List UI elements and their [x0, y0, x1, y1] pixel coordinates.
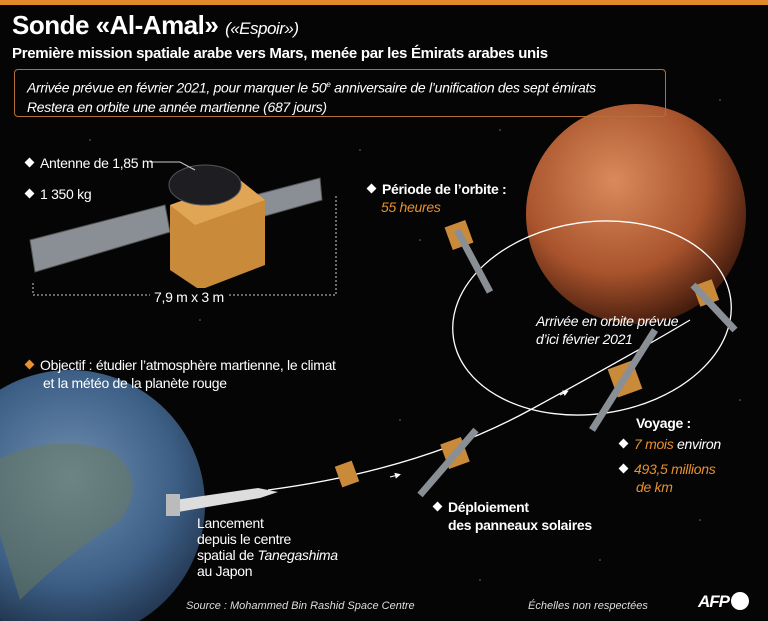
launch-line-1: Lancement	[197, 515, 264, 531]
rocket-illustration	[166, 488, 278, 516]
orbit-period-title: Période de l’orbite :	[382, 181, 507, 197]
objective-line-1: Objectif : étudier l’atmosphère martienn…	[40, 357, 336, 373]
info-line-1b: anniversaire de l’unification des sept é…	[330, 79, 596, 96]
voyage-title: Voyage :	[636, 415, 691, 431]
mass-text: 1 350 kg	[40, 186, 92, 202]
launch-site: Tanegashima	[257, 547, 339, 563]
afp-logo: AFP	[698, 591, 749, 612]
info-line-2: Restera en orbite une année martienne (6…	[27, 98, 327, 115]
voyage-distance-line-2: de km	[636, 479, 673, 495]
objective-line-2: et la météo de la planète rouge	[43, 375, 227, 391]
afp-logo-text: AFP	[698, 592, 730, 611]
title-translation: («Espoir»)	[225, 19, 299, 38]
arrival-line-2: d’ici février 2021	[536, 331, 633, 347]
orbit-period-value: 55 heures	[381, 199, 441, 215]
diamond-bullet-icon	[24, 188, 35, 199]
dimensions-label: 7,9 m x 3 m	[150, 288, 228, 306]
orbit-period-label: Période de l’orbite : 55 heures	[366, 180, 507, 216]
subtitle: Première mission spatiale arabe vers Mar…	[12, 45, 548, 62]
info-line-1a: Arrivée prévue en février 2021, pour mar…	[27, 79, 327, 96]
launch-label: Lancement depuis le centre spatial de Ta…	[197, 515, 338, 579]
antenna-label: Antenne de 1,85 m	[24, 154, 154, 172]
deployment-line-2: des panneaux solaires	[448, 517, 592, 533]
info-sup: e	[326, 80, 331, 89]
diamond-bullet-icon	[618, 438, 629, 449]
launch-line-3a: spatial de	[197, 547, 258, 563]
dimension-line	[32, 195, 337, 296]
source-note: Source : Mohammed Bin Rashid Space Centr…	[186, 600, 415, 612]
spacecraft-illustration	[29, 164, 323, 290]
title-text: Sonde «Al-Amal»	[12, 10, 219, 40]
voyage-label: Voyage : 7 mois environ 493,5 millions d…	[618, 414, 721, 496]
arrival-line-1: Arrivée en orbite prévue	[536, 313, 679, 329]
voyage-duration-suffix: environ	[673, 436, 721, 452]
mass-label: 1 350 kg	[24, 185, 92, 203]
voyage-duration-value: 7 mois	[634, 436, 674, 452]
info-line-1: Arrivée prévue en février 2021, pour mar…	[27, 75, 653, 98]
deployment-label: Déploiement des panneaux solaires	[432, 498, 592, 534]
info-box: Arrivée prévue en février 2021, pour mar…	[14, 69, 666, 117]
mars-planet	[526, 104, 746, 324]
launch-line-4: au Japon	[197, 563, 253, 579]
page-title: Sonde «Al-Amal» («Espoir»)	[12, 10, 299, 41]
deployment-line-1: Déploiement	[448, 499, 529, 515]
diamond-bullet-icon	[24, 359, 35, 370]
scale-note: Échelles non respectées	[528, 600, 648, 612]
voyage-distance-line-1: 493,5 millions	[634, 461, 716, 477]
afp-logo-dot-icon	[731, 591, 749, 610]
diamond-bullet-icon	[432, 501, 443, 512]
launch-line-2: depuis le centre	[197, 531, 292, 547]
arrival-label: Arrivée en orbite prévue d’ici février 2…	[536, 312, 679, 348]
diamond-bullet-icon	[24, 157, 35, 168]
diamond-bullet-icon	[366, 183, 377, 194]
top-accent-bar	[0, 0, 768, 5]
objective-label: Objectif : étudier l’atmosphère martienn…	[24, 356, 336, 392]
diamond-bullet-icon	[618, 463, 629, 474]
antenna-text: Antenne de 1,85 m	[40, 155, 154, 171]
stars	[89, 99, 741, 581]
